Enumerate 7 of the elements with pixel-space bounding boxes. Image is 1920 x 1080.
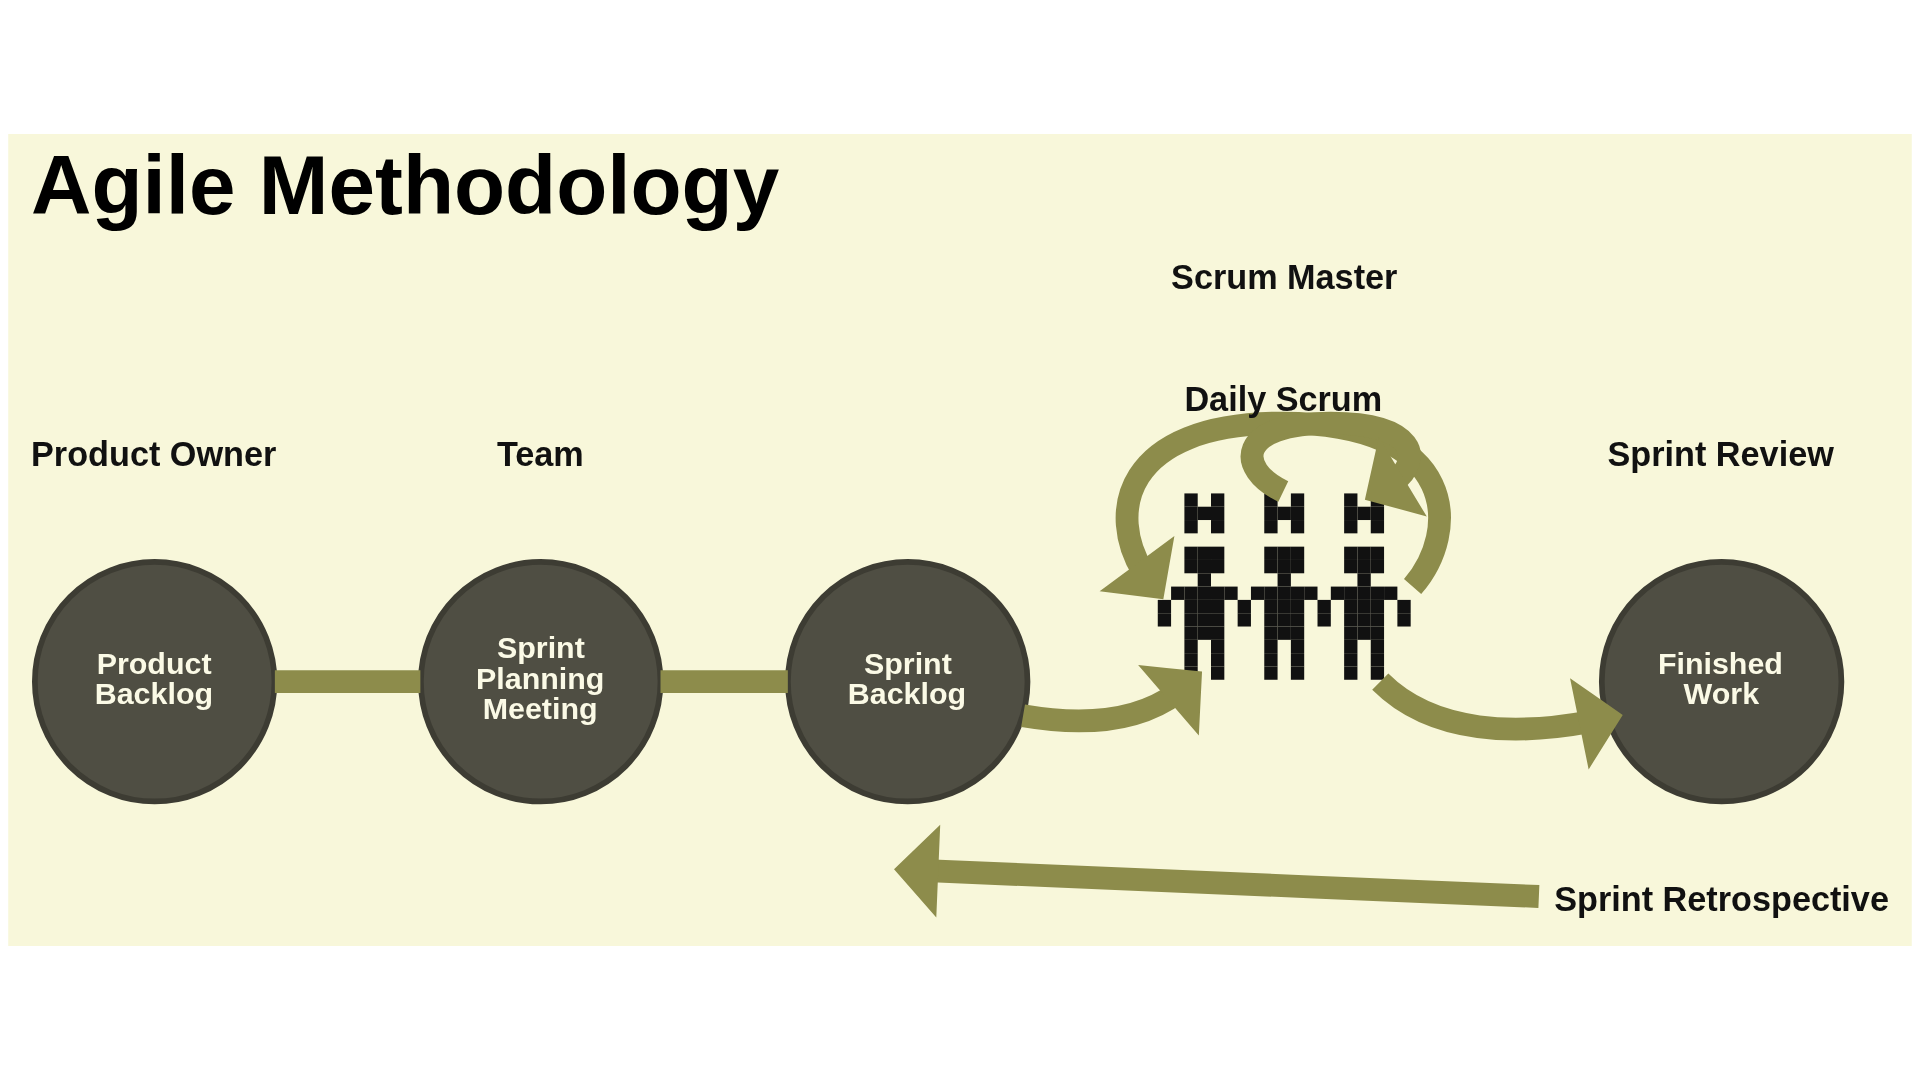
label: Sprint Review: [1607, 434, 1834, 473]
node-text: Sprint Retrospective: [1554, 879, 1889, 918]
edge-label: Daily Scrum: [1184, 379, 1383, 418]
label: Team: [496, 434, 584, 473]
diagram-title: Agile Methodology: [31, 138, 780, 233]
label: Scrum Master: [1171, 257, 1398, 296]
label: Product Owner: [31, 434, 277, 473]
